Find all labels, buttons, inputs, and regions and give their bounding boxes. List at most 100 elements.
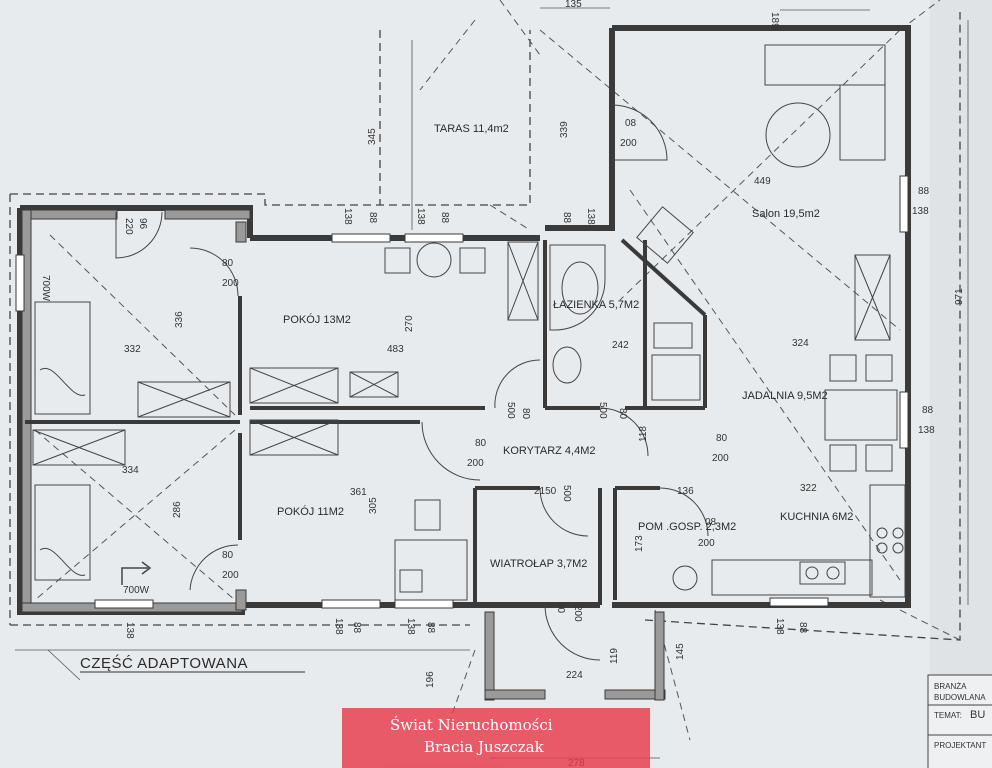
dim-270: 270 [404,315,415,332]
bed-upper [34,301,91,415]
dim-332: 332 [124,344,141,355]
title-block-projektant: PROJEKTANT [934,741,986,750]
dimension-numbers: 135 189 08 200 449 345 339 138 88 138 88… [40,0,965,768]
dim-2150: 2150 [534,486,557,497]
dim-334: 334 [122,465,139,476]
room-label-salon: Salon 19,5m2 [752,208,820,220]
adaptation-leader-line [47,649,81,681]
dim-88g: 88 [425,622,436,634]
dim-135: 135 [565,0,582,10]
dim-286: 286 [172,501,183,518]
room-label-korytarz: KORYTARZ 4,4M2 [503,445,596,457]
dim-189: 189 [769,12,780,29]
dim-200d: 200 [712,453,729,464]
dim-88h: 88 [797,622,808,634]
dim-88e: 88 [922,405,934,416]
dim-483: 483 [387,344,404,355]
dim-88d: 88 [918,186,930,197]
paper-edge-shadow [930,0,992,768]
dim-305: 305 [368,497,379,514]
dim-138-salon: 138 [912,206,929,217]
dim-224: 224 [566,670,583,681]
dim-08b: 08 [705,517,717,528]
dim-336: 336 [174,311,185,328]
dim-80f: 80 [222,550,234,561]
dim-138f: 138 [333,618,344,635]
dim-136: 136 [677,486,694,497]
dim-80a: 80 [222,258,234,269]
hatched-walls [21,209,666,701]
dim-80c: 80 [617,408,628,420]
dim-242: 242 [612,340,629,351]
dim-200e: 200 [698,538,715,549]
dim-138g: 138 [405,618,416,635]
watermark-banner: Świat Nieruchomości Bracia Juszczak [342,708,650,768]
dim-145: 145 [675,643,686,660]
dim-200f: 200 [222,570,239,581]
dim-08: 08 [625,118,637,129]
construction-lines [34,0,961,741]
dim-138e: 138 [124,622,135,639]
dim-196: 196 [425,671,436,688]
dim-138-kitchen: 138 [774,618,785,635]
dim-200c: 200 [467,458,484,469]
dim-80b: 80 [520,408,531,420]
title-block-branza: BRANŻA [934,682,967,691]
dim-971: 971 [954,288,965,305]
dim-88f: 88 [351,622,362,634]
room-label-jadalnia: JADALNIA 9,5M2 [742,390,828,402]
dim-88c: 88 [561,212,572,224]
dim-361: 361 [350,487,367,498]
dim-500a: 500 [505,402,516,419]
room-label-kuchnia: KUCHNIA 6M2 [780,511,853,523]
dim-138d: 138 [918,425,935,436]
furniture [32,44,906,601]
watermark-line-2: Bracia Juszczak [424,738,545,756]
dim-173: 173 [634,535,645,552]
room-label-pom-gosp: POM .GOSP. 2,3M2 [638,521,736,533]
title-block-temat: TEMAT: [934,711,962,720]
title-block-temat-value: BU [970,709,985,721]
dim-500c: 500 [561,485,572,502]
adaptation-label: CZĘŚĆ ADAPTOWANA [80,654,248,672]
room-label-pokoj-13: POKÓJ 13M2 [283,313,351,326]
room-labels: TARAS 11,4m2 Salon 19,5m2 POKÓJ 13M2 ŁAZ… [277,123,853,570]
dim-80e: 80 [716,433,728,444]
title-block: BRANŻA BUDOWLANA TEMAT: BU PROJEKTANT [927,674,992,768]
dim-339: 339 [559,121,570,138]
room-label-taras: TARAS 11,4m2 [434,123,509,135]
door-swings [115,104,709,661]
dim-138c: 138 [585,208,596,225]
dim-449: 449 [754,176,771,187]
dim-324: 324 [792,338,809,349]
dim-220: 220 [123,218,134,235]
dim-119: 119 [609,648,620,664]
dim-96: 96 [137,218,148,230]
dim-200: 200 [620,138,637,149]
dim-88a: 88 [367,212,378,224]
dim-90: 90 [555,602,566,614]
windows [15,175,909,609]
dim-138a: 138 [342,208,353,225]
dim-500b: 500 [597,402,608,419]
dim-88b: 88 [439,212,450,224]
room-label-pokoj-11: POKÓJ 11M2 [277,505,344,518]
dim-345: 345 [367,128,378,145]
title-block-budowlana: BUDOWLANA [934,693,986,702]
dim-138b: 138 [415,208,426,225]
dim-200g: 200 [572,605,583,622]
dim-322: 322 [800,483,817,494]
watermark-line-1: Świat Nieruchomości [390,716,553,734]
bed-lower [34,484,91,581]
dim-700w-b: 700W [123,585,150,596]
interior-walls [25,238,707,607]
entry-arrow [121,561,152,585]
dim-700w-a: 700W [40,275,51,302]
room-label-lazienka: ŁAZIENKA 5,7M2 [553,299,639,311]
room-label-wiatrolap: WIATROŁAP 3,7M2 [490,558,587,570]
dim-80d: 80 [475,438,487,449]
dim-200b: 200 [222,278,239,289]
dim-118: 118 [638,426,649,442]
